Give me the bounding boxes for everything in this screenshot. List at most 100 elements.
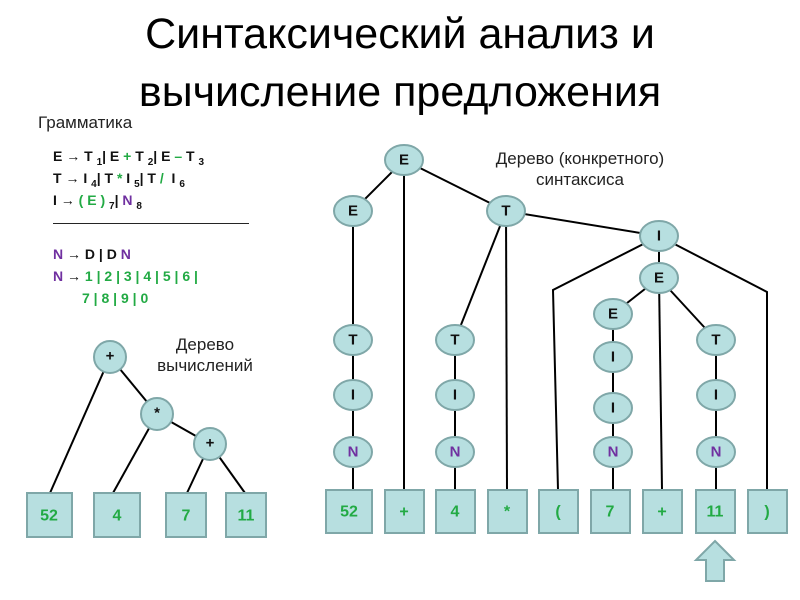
node-label: I [453, 387, 457, 404]
node-shape [696, 436, 736, 468]
node-label: + [657, 504, 666, 521]
node-shape [435, 489, 476, 534]
node-label: 7 [606, 504, 615, 521]
parse-node-T: T [696, 324, 736, 356]
eval-op-plus: + [93, 340, 127, 374]
eval-leaf: 7 [165, 492, 207, 538]
node-label: I [714, 387, 718, 404]
parse-node-N: N [435, 436, 475, 468]
node-shape [487, 489, 528, 534]
edge [505, 210, 508, 491]
grammar-rule-E: E → T 1| E + T 2| E – T 3 [53, 148, 205, 168]
grammar-rule-N1: N → D | D N [53, 246, 131, 262]
parse-node-T: I [593, 341, 633, 373]
node-shape [642, 489, 683, 534]
node-shape [435, 436, 475, 468]
parse-node-I: I [593, 392, 633, 424]
node-label: 52 [340, 504, 358, 521]
node-label: 7 [182, 508, 191, 525]
node-shape [93, 340, 127, 374]
grammar-rule-N2-cont: 7 | 8 | 9 | 0 [82, 290, 149, 306]
token-box: 52 [325, 489, 373, 534]
node-label: T [348, 332, 357, 349]
slide-title-line2: вычисление предложения [138, 68, 662, 116]
parse-tree-label: Дерево (конкретного)синтаксиса [495, 149, 665, 189]
node-label: 4 [451, 504, 460, 521]
parse-node-E: E [639, 262, 679, 294]
node-label: E [399, 152, 409, 169]
node-label: 4 [113, 508, 122, 525]
token-box: + [642, 489, 683, 534]
token-box: * [487, 489, 528, 534]
node-shape [695, 489, 736, 534]
node-shape [593, 298, 633, 330]
node-label: 52 [40, 508, 58, 525]
node-label: I [611, 349, 615, 366]
node-label: 11 [707, 504, 724, 521]
node-label: + [399, 504, 408, 521]
parse-node-T: T [333, 324, 373, 356]
token-box: 4 [435, 489, 476, 534]
node-label: * [154, 405, 160, 422]
node-shape [26, 492, 73, 538]
grammar-rule-T: T → I 4| T * I 5| T / I 6 [53, 170, 185, 190]
node-shape [140, 397, 174, 431]
parse-node-E: E [384, 144, 424, 176]
node-label: T [450, 332, 459, 349]
node-shape [325, 489, 373, 534]
node-label: I [657, 228, 661, 245]
up-arrow-icon [693, 539, 737, 582]
edge [658, 235, 768, 490]
eval-op-times: * [140, 397, 174, 431]
node-shape [384, 144, 424, 176]
node-shape [435, 324, 475, 356]
edge [454, 210, 507, 341]
node-shape [593, 341, 633, 373]
node-shape [538, 489, 579, 534]
eval-op-plus: + [193, 427, 227, 461]
token-box: ) [747, 489, 788, 534]
grammar-rule-I: I → ( E ) 7| N 8 [53, 192, 142, 212]
node-shape [747, 489, 788, 534]
edge [505, 210, 660, 237]
token-box: + [384, 489, 425, 534]
node-label: + [106, 348, 115, 365]
node-shape [590, 489, 631, 534]
node-shape [333, 379, 373, 411]
node-shape [333, 324, 373, 356]
parse-node-E: E [333, 195, 373, 227]
node-shape [696, 324, 736, 356]
parse-node-I: I [333, 379, 373, 411]
node-shape [333, 436, 373, 468]
node-shape [639, 262, 679, 294]
parse-node-I: I [696, 379, 736, 411]
parse-node-T: T [486, 195, 526, 227]
token-box: ( [538, 489, 579, 534]
edge [551, 235, 660, 491]
slide-title-line1: Синтаксический анализ и [145, 10, 655, 58]
node-label: ( [555, 504, 561, 521]
node-label: E [348, 203, 358, 220]
node-label: N [348, 444, 359, 461]
node-shape [486, 195, 526, 227]
node-label: E [608, 306, 618, 323]
node-shape [696, 379, 736, 411]
node-shape [593, 436, 633, 468]
node-label: T [501, 203, 510, 220]
parse-node-N: N [333, 436, 373, 468]
grammar-separator: —————————————— [53, 214, 249, 230]
node-shape [165, 492, 207, 538]
node-shape [333, 195, 373, 227]
eval-leaf: 4 [93, 492, 141, 538]
eval-leaf: 52 [26, 492, 73, 538]
grammar-heading: Грамматика [38, 113, 133, 132]
node-shape [593, 392, 633, 424]
node-label: + [206, 435, 215, 452]
eval-leaf: 11 [225, 492, 267, 538]
node-label: I [611, 400, 615, 417]
node-label: T [711, 332, 720, 349]
token-box: 11 [695, 489, 736, 534]
parse-node-N: N [696, 436, 736, 468]
